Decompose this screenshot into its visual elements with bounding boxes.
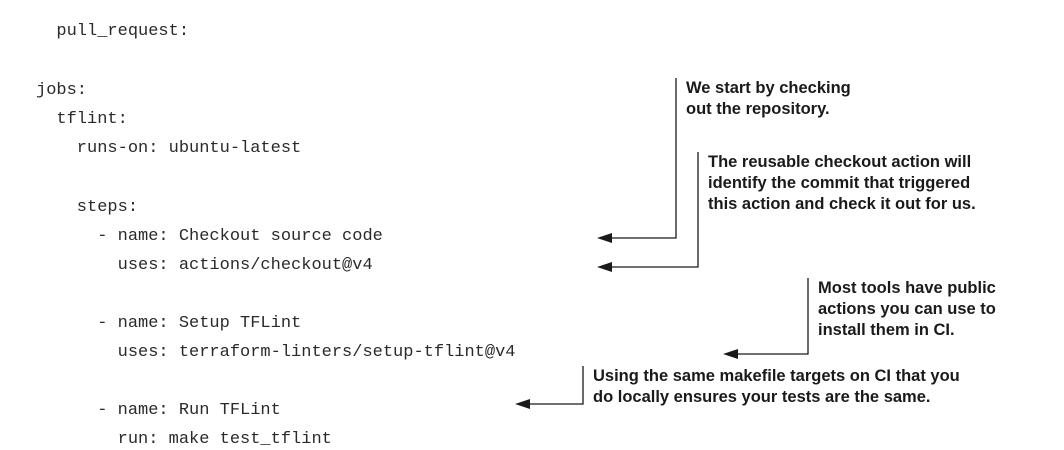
connector-public-actions [736, 278, 809, 355]
code-line: pull_request: [36, 22, 190, 41]
annotation-line: this action and check it out for us. [708, 195, 976, 213]
code-line: steps: [36, 198, 139, 217]
annotation-line: out the repository. [686, 100, 830, 118]
connector-makefile-targets [528, 366, 584, 405]
annotation-line: actions you can use to [818, 300, 996, 318]
annotation-checkout-action: The reusable checkout action will identi… [708, 152, 976, 215]
arrowhead-public-actions [723, 349, 738, 359]
annotation-line: Using the same makefile targets on CI th… [593, 367, 960, 385]
arrowhead-checkout-action [597, 262, 612, 272]
code-line: - name: Run TFLint [36, 401, 281, 420]
annotation-makefile-targets: Using the same makefile targets on CI th… [593, 366, 960, 408]
annotation-line: The reusable checkout action will [708, 153, 972, 171]
code-line: uses: terraform-linters/setup-tflint@v4 [36, 343, 516, 362]
code-line: tflint: [36, 110, 128, 129]
annotation-checkout-start: We start by checking out the repository. [686, 78, 851, 120]
annotation-line: install them in CI. [818, 321, 955, 339]
code-line: jobs: [36, 81, 88, 100]
arrowhead-makefile-targets [515, 399, 530, 409]
annotation-line: Most tools have public [818, 279, 996, 297]
code-line: - name: Checkout source code [36, 227, 383, 246]
connectors [515, 78, 809, 409]
connector-checkout-start [610, 78, 677, 239]
annotation-public-actions: Most tools have public actions you can u… [818, 278, 996, 341]
code-line: uses: actions/checkout@v4 [36, 256, 373, 275]
annotation-line: We start by checking [686, 79, 851, 97]
annotation-line: do locally ensures your tests are the sa… [593, 388, 931, 406]
connector-checkout-action [610, 152, 699, 268]
annotation-line: identify the commit that triggered [708, 174, 971, 192]
code-line: - name: Setup TFLint [36, 314, 302, 333]
code-line: runs-on: ubuntu-latest [36, 139, 302, 158]
arrowhead-checkout-start [597, 233, 612, 243]
